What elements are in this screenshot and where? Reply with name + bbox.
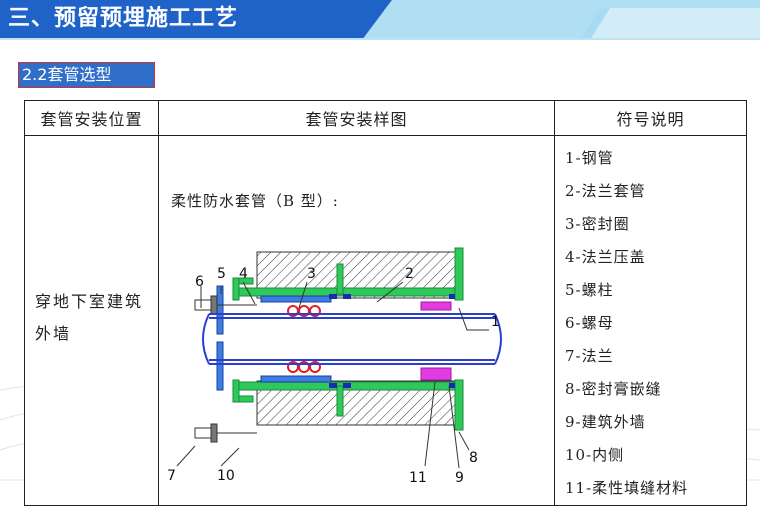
header-symbol-legend: 符号说明 xyxy=(554,100,747,136)
sealant-caulk xyxy=(420,301,452,381)
steel-pipe xyxy=(202,313,502,365)
callout-6: 6 xyxy=(195,274,204,290)
table-header-row: 套管安装位置 套管安装样图 符号说明 xyxy=(24,100,747,136)
legend-item: 6-螺母 xyxy=(565,314,614,332)
legend-item: 10-内侧 xyxy=(565,446,625,464)
callout-9: 9 xyxy=(455,470,464,486)
casing-selection-table: 套管安装位置 套管安装样图 符号说明 穿地下室建筑 外墙 柔性防水套管（B 型）… xyxy=(24,100,747,506)
legend-item: 5-螺柱 xyxy=(565,281,614,299)
callout-7: 7 xyxy=(167,468,176,484)
install-diagram-cell: 柔性防水套管（B 型）: xyxy=(158,135,555,506)
table-row: 穿地下室建筑 外墙 柔性防水套管（B 型）: xyxy=(24,135,747,506)
callout-10: 10 xyxy=(217,468,235,484)
callout-3: 3 xyxy=(307,266,316,282)
page-title: 三、预留预埋施工工艺 xyxy=(8,6,239,31)
legend-item: 1-钢管 xyxy=(565,149,614,167)
symbol-legend-cell: 1-钢管 2-法兰套管 3-密封圈 4-法兰压盖 5-螺柱 6-螺母 7-法兰 … xyxy=(554,135,747,506)
section-label: 2.2套管选型 xyxy=(18,62,155,88)
callout-4: 4 xyxy=(239,266,248,282)
diagram-caption: 柔性防水套管（B 型）: xyxy=(171,192,339,210)
flexible-waterproof-casing-diagram: 6 5 4 3 2 1 7 10 8 11 9 xyxy=(167,247,502,486)
callout-1: 1 xyxy=(491,314,500,330)
flange-gland xyxy=(216,285,332,391)
legend-item: 8-密封膏嵌缝 xyxy=(565,380,662,398)
location-line-1: 穿地下室建筑 xyxy=(35,292,144,311)
legend-item: 3-密封圈 xyxy=(565,215,630,233)
legend-item: 2-法兰套管 xyxy=(565,182,646,200)
legend-item: 9-建筑外墙 xyxy=(565,413,646,431)
symbol-legend-list: 1-钢管 2-法兰套管 3-密封圈 4-法兰压盖 5-螺柱 6-螺母 7-法兰 … xyxy=(555,136,746,505)
weld-marks xyxy=(329,294,455,388)
sealing-rings xyxy=(287,305,321,373)
header-band xyxy=(0,0,760,40)
location-line-2: 外墙 xyxy=(35,324,72,343)
bolts xyxy=(194,295,257,443)
header-install-location: 套管安装位置 xyxy=(24,100,159,136)
legend-item: 7-法兰 xyxy=(565,347,614,365)
callout-5: 5 xyxy=(217,266,226,282)
callout-leaders xyxy=(176,281,489,469)
header-install-diagram: 套管安装样图 xyxy=(158,100,555,136)
legend-item: 4-法兰压盖 xyxy=(565,248,646,266)
callout-11: 11 xyxy=(409,470,427,486)
install-location-cell: 穿地下室建筑 外墙 xyxy=(24,135,159,506)
callout-2: 2 xyxy=(405,266,414,282)
install-location-text: 穿地下室建筑 外墙 xyxy=(35,286,150,350)
legend-item: 11-柔性填缝材料 xyxy=(565,479,689,497)
callout-8: 8 xyxy=(469,450,478,466)
